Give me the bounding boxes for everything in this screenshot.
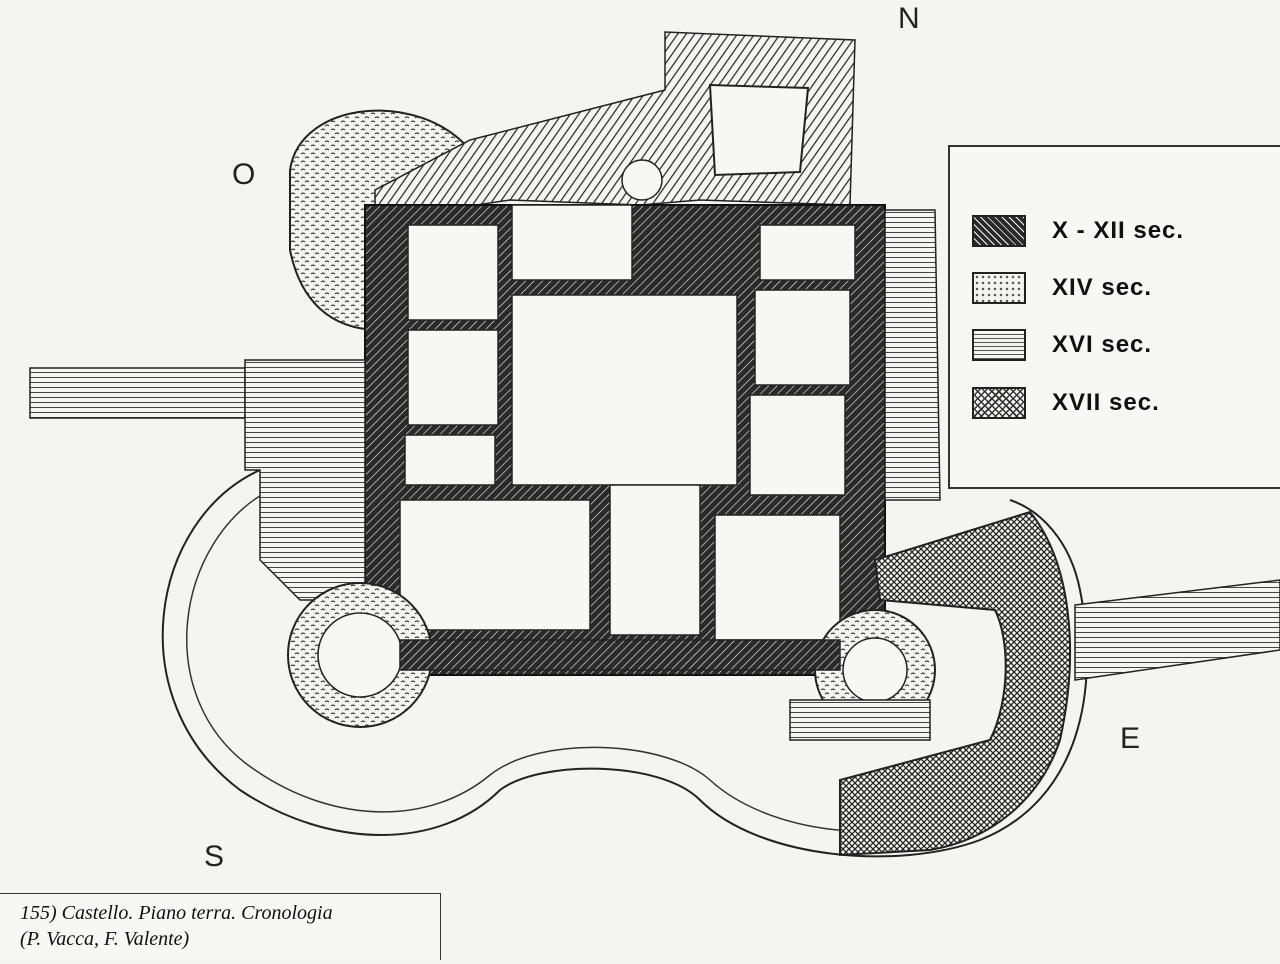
compass-east-label: E [1120,722,1141,755]
southeast-stair [789,699,931,741]
legend-label: XVII sec. [1052,389,1160,416]
compass-south-label: S [204,840,225,873]
north-tower-room [708,83,810,177]
legend-label: XIV sec. [1052,274,1153,301]
legend-item-xvii: XVII sec. [972,387,1272,421]
legend-swatch-stipple [972,272,1026,304]
caption-authors: (P. Vacca, F. Valente) [20,928,190,950]
southwest-tower-inner [317,612,403,698]
legend-item-xvi: XVI sec. [972,329,1272,363]
compass-north-label: N [898,2,920,35]
room [749,394,846,496]
room [609,484,701,636]
room [399,499,591,631]
legend-item-xiv: XIV sec. [972,272,1272,306]
legend-swatch-lines [972,329,1026,361]
legend-swatch-crosshatch [972,387,1026,419]
east-wing [884,209,941,501]
room [404,434,496,486]
compass-west-label: O [232,158,256,191]
west-entrance [244,359,366,601]
east-bridge [1074,579,1280,681]
courtyard [511,294,738,486]
spiral-stair [621,159,663,201]
legend-label: X - XII sec. [1052,217,1185,244]
caption-title: 155) Castello. Piano terra. Cronologia [20,902,333,924]
room [511,204,633,281]
room [754,289,851,386]
legend-item-x-xii: X - XII sec. [972,215,1272,249]
room [407,329,499,426]
room [759,224,856,281]
room [714,514,841,641]
southeast-bastion [839,510,1071,857]
southeast-tower-inner [842,637,908,703]
chronology-legend: X - XII sec. XIV sec. XVI sec. XVII sec. [948,145,1280,489]
figure-caption: 155) Castello. Piano terra. Cronologia (… [0,893,441,960]
legend-label: XVI sec. [1052,331,1153,358]
legend-swatch-dense [972,215,1026,247]
west-bridge [29,367,246,419]
south-gallery [399,639,841,671]
room [407,224,499,321]
